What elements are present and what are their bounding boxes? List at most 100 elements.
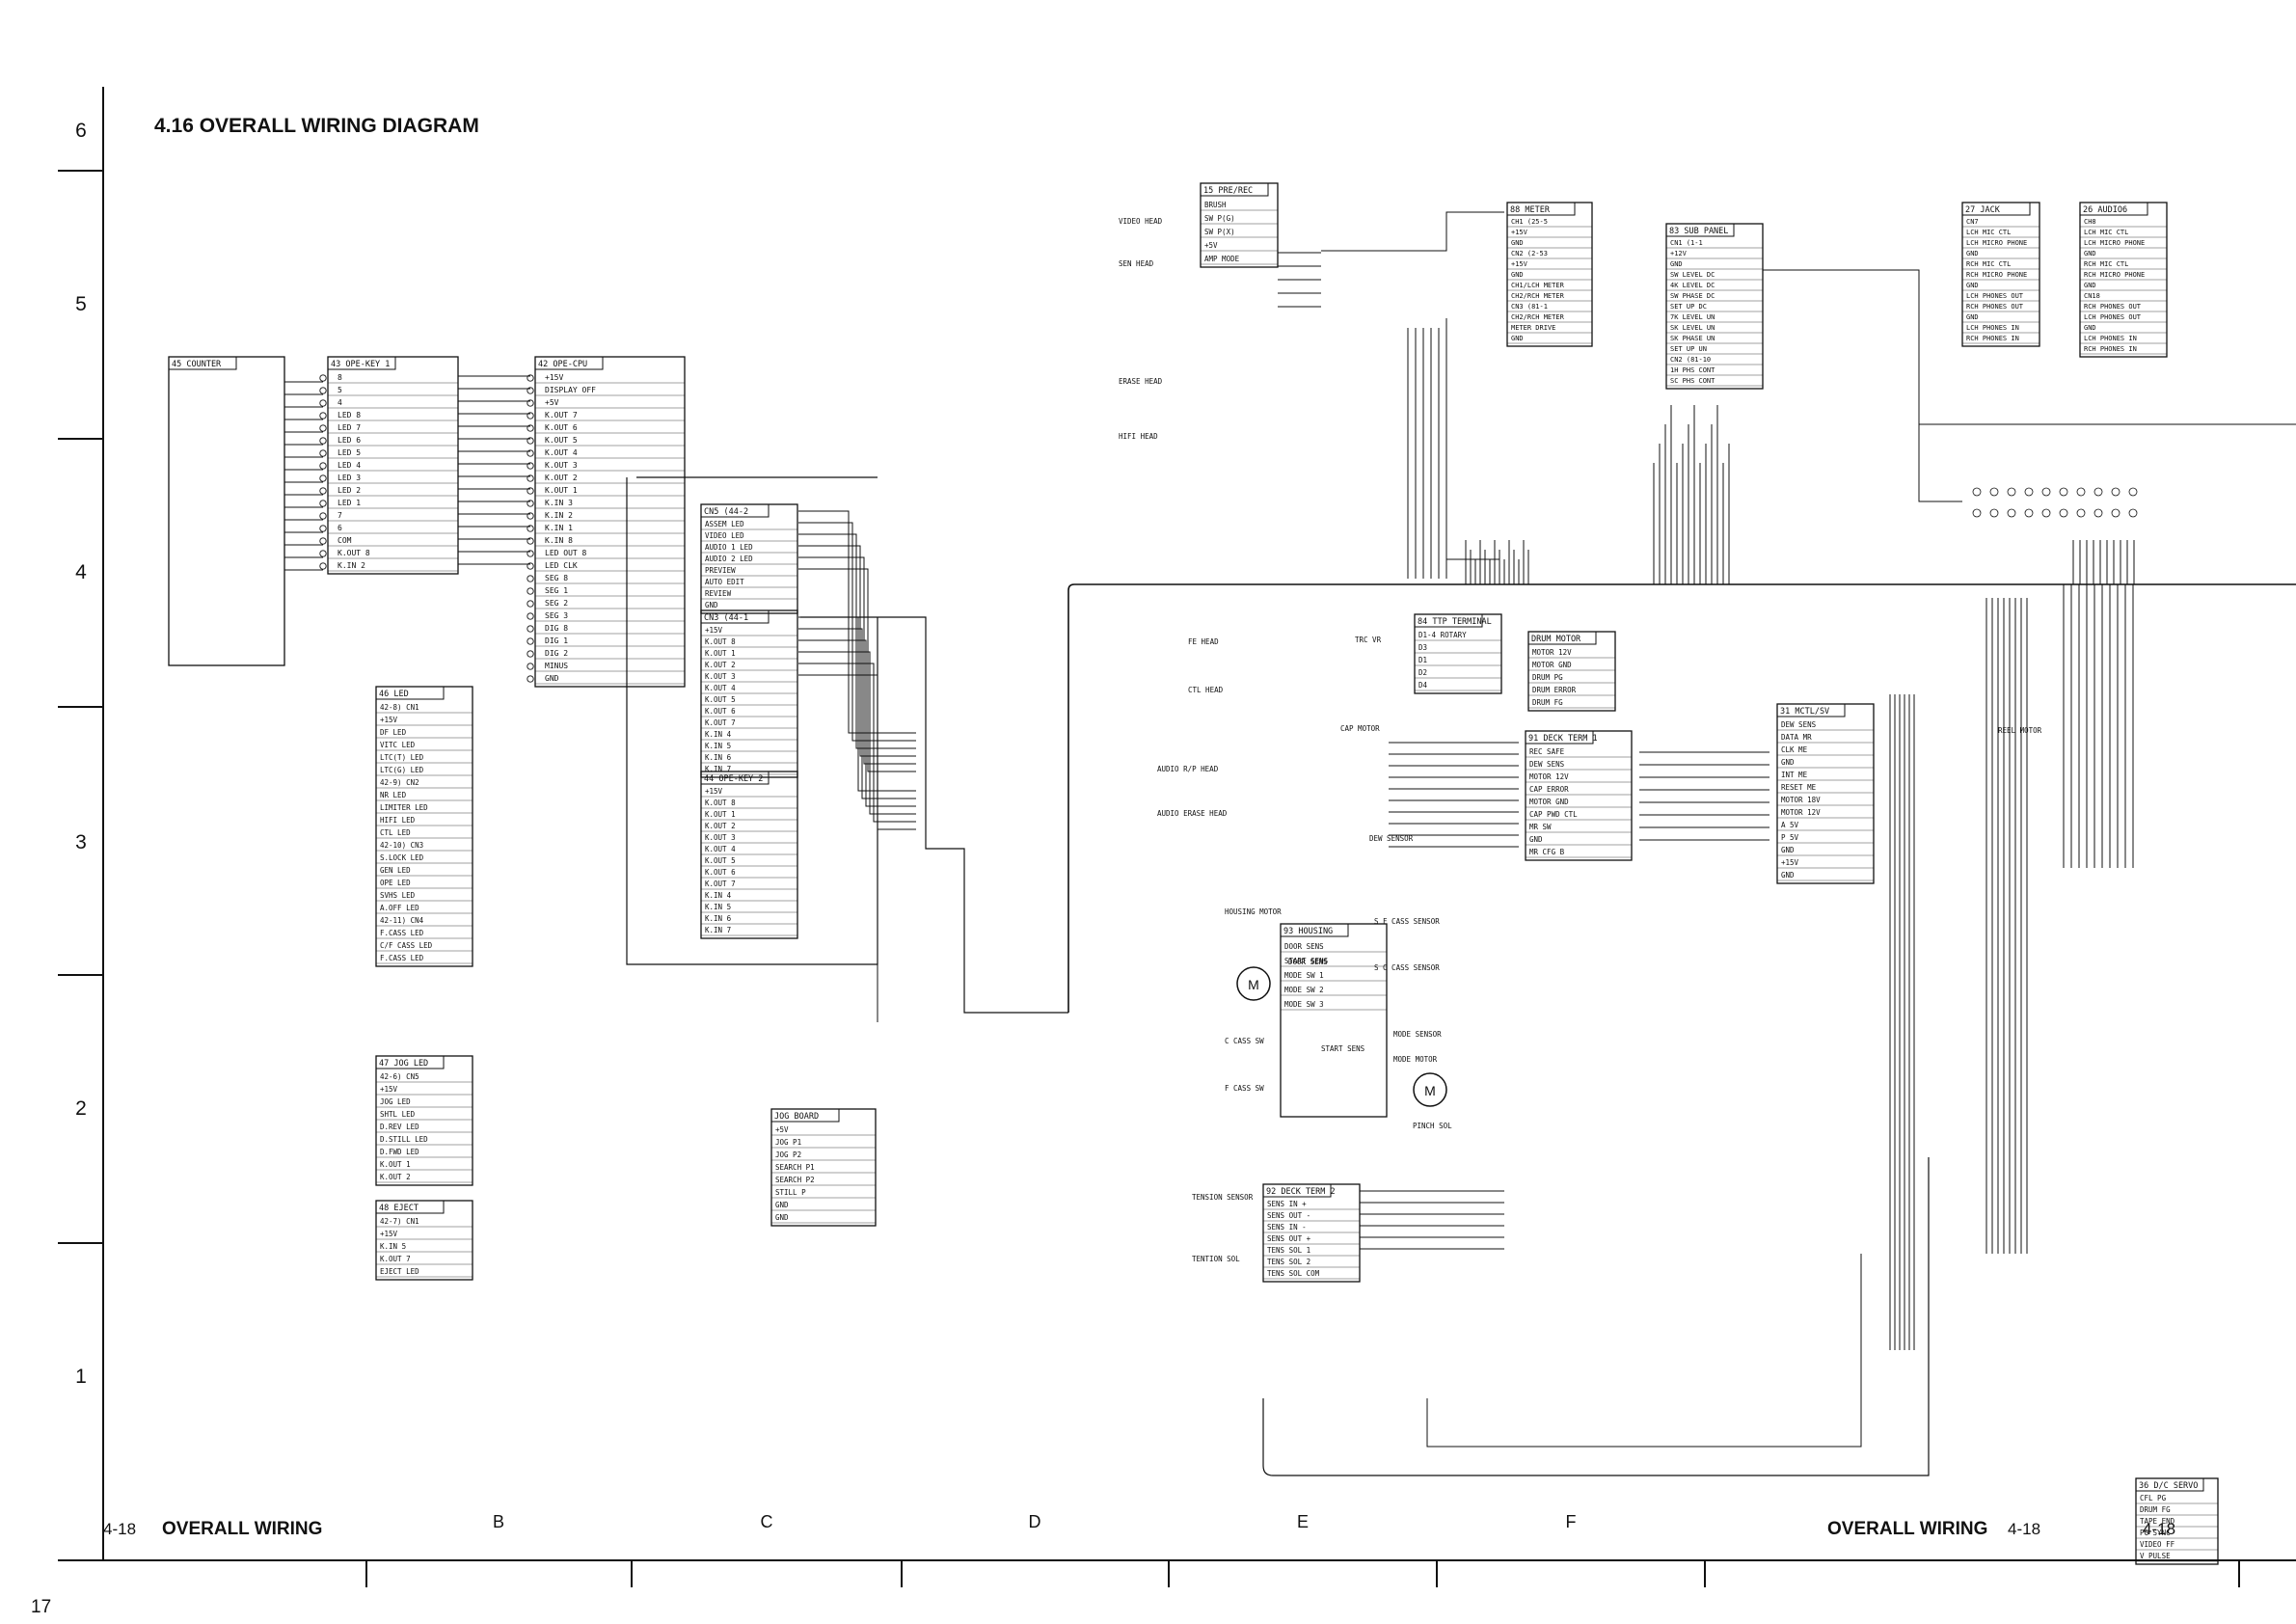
pin-circle — [1989, 487, 1999, 497]
pin-circle — [2093, 508, 2103, 518]
board-row: RCH PHONES OUT — [1966, 303, 2024, 311]
board-row: +12V — [1670, 250, 1688, 257]
pin-circle — [527, 412, 534, 420]
board-row: LED CLK — [545, 561, 578, 570]
component-label: HIFI HEAD — [1119, 432, 1158, 441]
board-row: CH8 — [2084, 218, 2096, 226]
board-row: RCH PHONES IN — [2084, 345, 2137, 353]
board-row: HIFI LED — [380, 816, 416, 825]
board-row: +15V — [705, 787, 723, 796]
mode-motor-symbol — [1413, 1072, 1447, 1107]
pin-circle — [527, 462, 534, 470]
component-label: DEW SENSOR — [1369, 834, 1414, 843]
board-title-box — [1527, 631, 1597, 645]
board-row: D.REV LED — [380, 1123, 419, 1131]
board-row: PG SYNC — [2140, 1529, 2171, 1537]
pin-circle — [527, 637, 534, 645]
board-row: COM — [338, 536, 352, 545]
board-row: D2 — [1418, 668, 1427, 677]
row-label-2: 2 — [75, 1097, 87, 1120]
board-row: DISPLAY OFF — [545, 386, 596, 394]
housing-motor-symbol — [1236, 966, 1271, 1001]
component-label: TENTION SOL — [1192, 1255, 1240, 1263]
board-row: F.CASS LED — [380, 954, 424, 962]
board-row: +15V — [380, 716, 398, 724]
board-row: DEW SENS — [1781, 720, 1817, 729]
board-row: 42-8) CN1 — [380, 703, 419, 712]
pin-circle — [319, 512, 327, 520]
board-row: K.OUT 6 — [705, 707, 736, 716]
component-label: START SENS — [1321, 1044, 1365, 1053]
board-row: DRUM FG — [2140, 1505, 2171, 1514]
board-row: LED 6 — [338, 436, 361, 445]
wire — [798, 556, 916, 765]
board-row: RCH PHONES OUT — [2084, 303, 2142, 311]
board-row: GND — [2084, 324, 2096, 332]
board-row: LCH MICRO PHONE — [1966, 239, 2027, 247]
board-row: MOTOR GND — [1529, 798, 1569, 806]
pin-circle — [527, 537, 534, 545]
board-row: CFL PG — [2140, 1494, 2167, 1502]
footer-far-right-page: 4-18 — [2143, 1520, 2175, 1538]
footer-right-title: OVERALL WIRING — [1827, 1519, 1987, 1539]
board-outline — [1280, 923, 1388, 1118]
pin-circle — [2041, 487, 2051, 497]
board-row: K.OUT 7 — [380, 1255, 411, 1263]
pin-circle — [2007, 508, 2016, 518]
board-title-box — [1414, 613, 1483, 628]
board-row: LED 8 — [338, 411, 361, 420]
board-title-box — [1200, 182, 1269, 197]
board-row: K.OUT 3 — [705, 833, 736, 842]
board-row: VIDEO LED — [705, 531, 744, 540]
component-label: S C CASS SENSOR — [1374, 963, 1440, 972]
board-title-box — [168, 356, 237, 370]
board-title: 91 DECK TERM 1 — [1528, 734, 1598, 744]
board-row: GND — [1781, 758, 1795, 767]
pin-circle — [2093, 487, 2103, 497]
board-row: DATA MR — [1781, 733, 1812, 742]
board-title-box — [700, 609, 770, 624]
board-title: 36 D/C SERVO — [2139, 1481, 2198, 1491]
board-row: MOTOR 12V — [1529, 772, 1569, 781]
board-row: SEG 1 — [545, 586, 568, 595]
component-label: F CASS SW — [1225, 1084, 1264, 1093]
board-row: SENS IN - — [1267, 1223, 1307, 1232]
board-row: GND — [1529, 835, 1543, 844]
pin-circle — [2111, 508, 2120, 518]
board-row: LCH PHONES OUT — [1966, 292, 2024, 300]
board-title: 31 MCTL/SV — [1780, 707, 1829, 717]
board-title-box — [700, 503, 770, 518]
board-row: P 5V — [1781, 833, 1799, 842]
board-title-box — [1776, 703, 1846, 717]
board-row: K.OUT 6 — [545, 423, 578, 432]
board-row: +15V — [380, 1230, 398, 1238]
board-row: 7K LEVEL UN — [1670, 313, 1715, 321]
pin-circle — [527, 587, 534, 595]
board-row: MOTOR GND — [1532, 661, 1572, 669]
motor-symbols: M M — [1236, 966, 1447, 1107]
board-row: DOOR SENS — [1284, 942, 1324, 951]
board-title-box — [375, 1055, 445, 1069]
board-row: RCH MIC CTL — [2084, 260, 2128, 268]
board-row: GND — [545, 674, 559, 683]
board-title: JOG BOARD — [774, 1112, 819, 1122]
board-row: K.OUT 7 — [545, 411, 578, 420]
board-row: K.IN 1 — [545, 524, 573, 532]
pin-circle — [319, 525, 327, 532]
footer-column-F: F — [1566, 1512, 1577, 1531]
board-title-box — [1525, 730, 1594, 744]
board-row: A 5V — [1781, 821, 1799, 829]
board-row: DIG 2 — [545, 649, 568, 658]
board-title: 88 METER — [1510, 205, 1551, 215]
board-row: RESET ME — [1781, 783, 1817, 792]
board-row: D1 — [1418, 656, 1427, 664]
board-row: CH2/RCH METER — [1511, 292, 1565, 300]
board-title-box — [1506, 202, 1576, 216]
